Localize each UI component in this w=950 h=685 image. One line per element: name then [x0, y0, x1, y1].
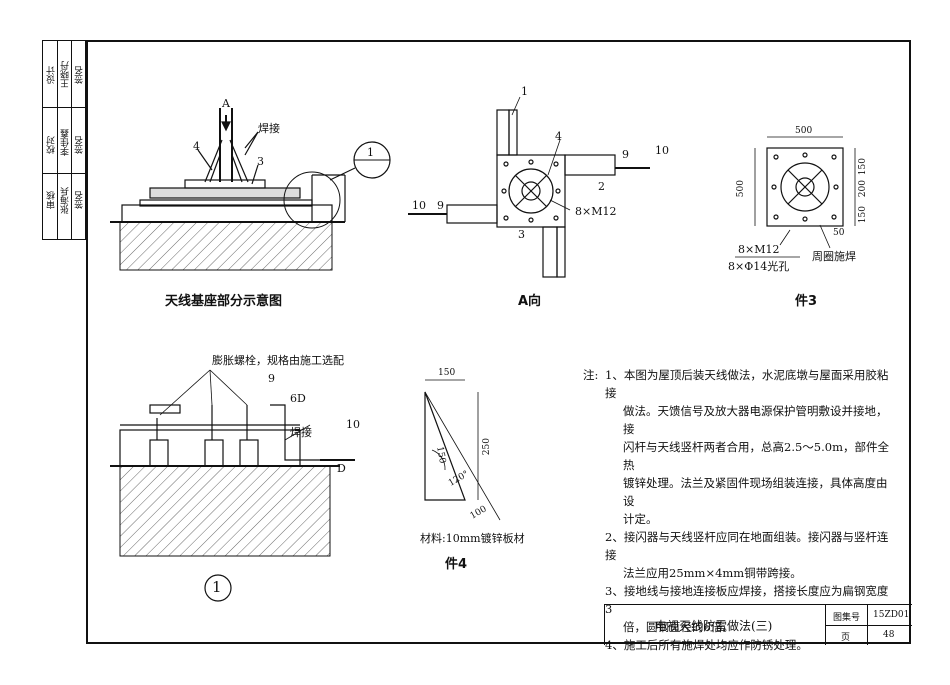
note-line: 镀锌处理。法兰及紧固件现场组装连接，具体高度由设	[623, 476, 888, 508]
note-1: 1、本图为屋顶后装天线做法，水泥底墩与屋面采用胶粘接 做法。天馈信号及放大器电源…	[605, 366, 895, 528]
stamp-divider	[57, 41, 58, 239]
fig4-caption: 件4	[445, 557, 468, 572]
note-line: 闪杆与天线竖杆两者合用，总高2.5～5.0m，部件全热	[623, 440, 889, 472]
dimension: D	[337, 462, 346, 475]
dimension: 500	[795, 126, 813, 136]
note-2: 2、接闪器与天线竖杆应同在地面组装。接闪器与竖杆连接 法兰应用25mm×4mm铜…	[605, 528, 895, 582]
part-callout: 3	[257, 155, 264, 168]
detail-callout-number: 1	[367, 146, 374, 159]
part-callout: 3	[518, 228, 525, 241]
view-a-drawing	[408, 96, 650, 278]
dimension: 150	[858, 206, 868, 224]
part-callout: 4	[555, 130, 562, 143]
dimension: 250	[482, 438, 492, 456]
note-line: 2、接闪器与天线竖杆应同在地面组装。接闪器与竖杆连接	[605, 530, 889, 562]
notes-block: 1、本图为屋顶后装天线做法，水泥底墩与屋面采用胶粘接 做法。天馈信号及放大器电源…	[605, 366, 895, 654]
dimension: 500	[736, 180, 746, 198]
antenna-base-drawing	[110, 108, 391, 271]
dimension: 50	[833, 228, 845, 238]
note-4: 4、施工后所有施焊处均应作防锈处理。	[605, 636, 895, 654]
part-callout: 1	[521, 85, 528, 98]
bolt-label: 8×M12	[575, 205, 617, 218]
dimension: 6D	[290, 392, 306, 405]
view-arrow-label: A	[222, 97, 230, 110]
title-block: 电视天线防雷做法(三) 图集号 15ZD01 页 48	[604, 604, 912, 645]
note-line: 4、施工后所有施焊处均应作防锈处理。	[605, 638, 808, 652]
stamp-divider	[43, 107, 87, 108]
stamp-divider	[71, 41, 72, 239]
part-callout: 4	[193, 140, 200, 153]
note-line: 做法。天馈信号及放大器电源保护管明敷设并接地，接	[623, 404, 888, 436]
part-callout: 10	[655, 144, 669, 157]
page-number: 48	[883, 630, 895, 640]
part-callout: 9	[437, 199, 444, 212]
part-callout: 9	[268, 372, 275, 385]
anchor-bolt-label: 膨胀螺栓，规格由施工选配	[212, 354, 344, 367]
note-line: 计定。	[623, 512, 658, 526]
part-callout: 9	[622, 148, 629, 161]
weld-label: 焊接	[290, 426, 312, 439]
dimension: 150	[438, 368, 456, 378]
part-callout: 2	[598, 180, 605, 193]
part-callout: 10	[346, 418, 360, 431]
dimension: 150	[858, 158, 868, 176]
detail-number: 1	[212, 578, 222, 596]
atlas-label: 图集号	[833, 613, 861, 623]
note-line: 倍，圆钢直径的6倍。	[623, 620, 734, 634]
note-line: 法兰应用25mm×4mm铜带跨接。	[623, 566, 802, 580]
stamp-divider	[43, 173, 87, 174]
fig3-caption: 件3	[795, 294, 818, 309]
detail-1-drawing	[110, 369, 355, 602]
bolt-label: 8×M12	[738, 243, 780, 256]
note-3: 3、接地线与接地连接板应焊接，搭接长度应为扁钢宽度3 倍，圆钢直径的6倍。	[605, 582, 895, 636]
part-4-drawing	[424, 379, 501, 521]
part-callout: 10	[412, 199, 426, 212]
notes-prefix: 注:	[583, 368, 599, 382]
atlas-number: 15ZD01	[873, 610, 910, 620]
title-block-divider	[825, 625, 912, 626]
signature-stamp: 审核 校对 设计 张海兵 李佳鑫 王晓丹 签名 签名 签名	[42, 40, 87, 240]
drawing-frame	[86, 40, 911, 644]
drawing-title: 电视天线防雷做法(三)	[655, 619, 773, 633]
part-3-drawing	[735, 136, 856, 258]
hole-label: 8×Φ14光孔	[728, 260, 790, 273]
note-line: 1、本图为屋顶后装天线做法，水泥底墩与屋面采用胶粘接	[605, 368, 889, 400]
fig1-caption: 天线基座部分示意图	[165, 294, 283, 309]
material-label: 材料:10mm镀锌板材	[420, 532, 525, 545]
dimension: 200	[858, 180, 868, 198]
weld-label: 焊接	[258, 122, 280, 135]
note-line: 3、接地线与接地连接板应焊接，搭接长度应为扁钢宽度3	[605, 584, 889, 616]
page-label: 页	[841, 633, 851, 643]
figA-caption: A向	[518, 294, 542, 309]
weld-label: 周圈施焊	[812, 250, 856, 263]
